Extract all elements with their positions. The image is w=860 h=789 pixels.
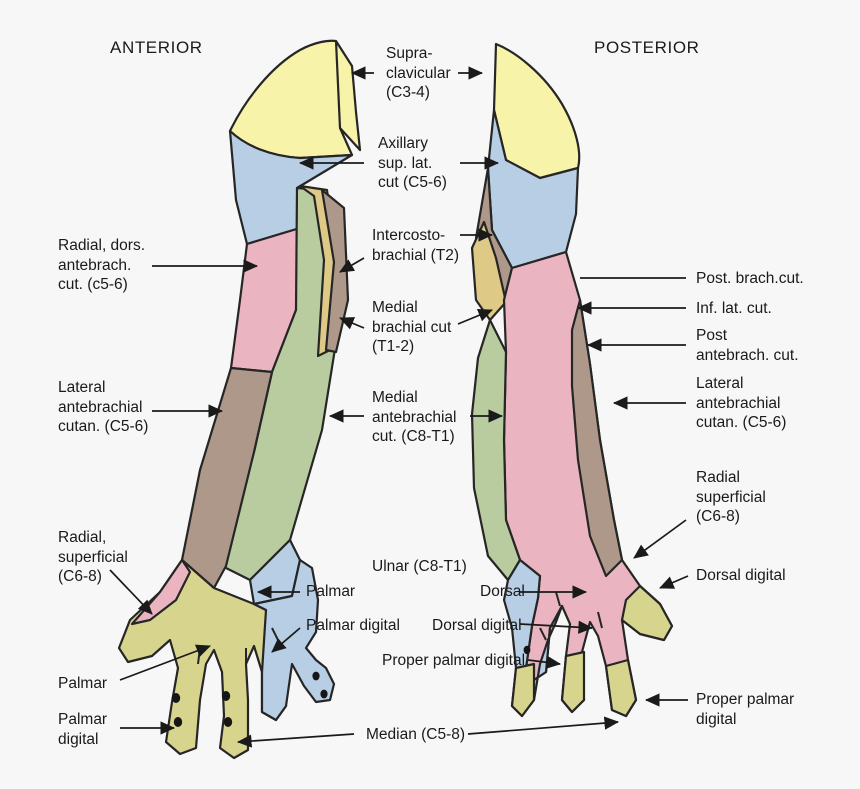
label-supraclavicular: Supra- clavicular (C3-4) [386, 45, 451, 101]
region-posterior-antebrachial-cut [570, 298, 624, 578]
title-anterior: ANTERIOR [110, 38, 203, 57]
leader-palmar-digital-center [271, 627, 301, 653]
region-median-fingertips-posterior [510, 584, 674, 718]
label-radial-dorsal-antebrach: Radial, dors. antebrach. cut. (c5-6) [58, 237, 146, 293]
region-ulnar-palmar-anterior [252, 558, 336, 722]
leader-intercostobrachial-left [339, 257, 365, 273]
label-lateral-antebrachial-cutan-right: Lateral antebrachial cutan. (C5-6) [696, 375, 787, 431]
label-median: Median (C5-8) [366, 726, 466, 743]
label-radial-superficial-right: Radial superficial (C6-8) [696, 469, 766, 525]
digit-crease-marks-posterior [523, 645, 531, 655]
label-lateral-antebrachial-cutan-left: Lateral antebrachial cutan. (C5-6) [58, 379, 149, 435]
label-palmar-center: Palmar [306, 583, 356, 600]
region-supraclavicular-anterior [228, 39, 362, 160]
label-dorsal-digital-right: Dorsal digital [696, 567, 786, 584]
title-posterior: POSTERIOR [594, 38, 700, 57]
leader-medial-brachial [457, 309, 493, 325]
leader-median-left [236, 733, 355, 748]
leader-proper-palmar-digital-center [527, 655, 562, 669]
leader-median-right [467, 716, 620, 735]
label-dorsal: Dorsal [480, 583, 525, 600]
leader-palmar-left [119, 644, 211, 681]
region-supraclavicular-posterior [492, 42, 581, 180]
label-leader-lines [109, 66, 689, 748]
label-medial-brachial-cut: Medial brachial cut (T1-2) [372, 299, 452, 355]
label-dorsal-digital-center: Dorsal digital [432, 617, 522, 634]
leader-dorsal-digital-center [519, 620, 594, 634]
anterior-arm-figure [117, 39, 362, 760]
leader-radial-superficial-right [633, 519, 687, 559]
label-palmar-digital-left: Palmar digital [58, 711, 108, 748]
posterior-arm-figure [470, 42, 674, 718]
leader-dorsal-digital-right [659, 575, 689, 589]
digit-crease-marks-anterior [171, 671, 328, 727]
label-axillary-sup-lat-cut: Axillary sup. lat. cut (C5-6) [378, 135, 447, 191]
label-post-antebrach-cut: Post antebrach. cut. [696, 327, 799, 364]
label-palmar-left: Palmar [58, 675, 108, 692]
label-inf-lat-cut: Inf. lat. cut. [696, 300, 772, 317]
leader-radial-superficial-left [109, 569, 153, 615]
label-ulnar: Ulnar (C8-T1) [372, 558, 467, 575]
leader-medial-brachial-left [339, 317, 365, 330]
label-palmar-digital-center: Palmar digital [306, 617, 400, 634]
label-proper-palmar-digital-center: Proper palmar digital [382, 652, 526, 669]
label-post-brach-cut: Post. brach.cut. [696, 270, 804, 287]
label-radial-superficial-left: Radial, superficial (C6-8) [58, 529, 128, 585]
finger-cleft-lines-posterior [539, 591, 603, 641]
label-proper-palmar-digital-right: Proper palmar digital [696, 691, 795, 728]
label-medial-antebrachial-cut: Medial antebrachial cut. (C8-T1) [372, 389, 457, 445]
label-intercostobrachial: Intercosto- brachial (T2) [372, 227, 459, 264]
